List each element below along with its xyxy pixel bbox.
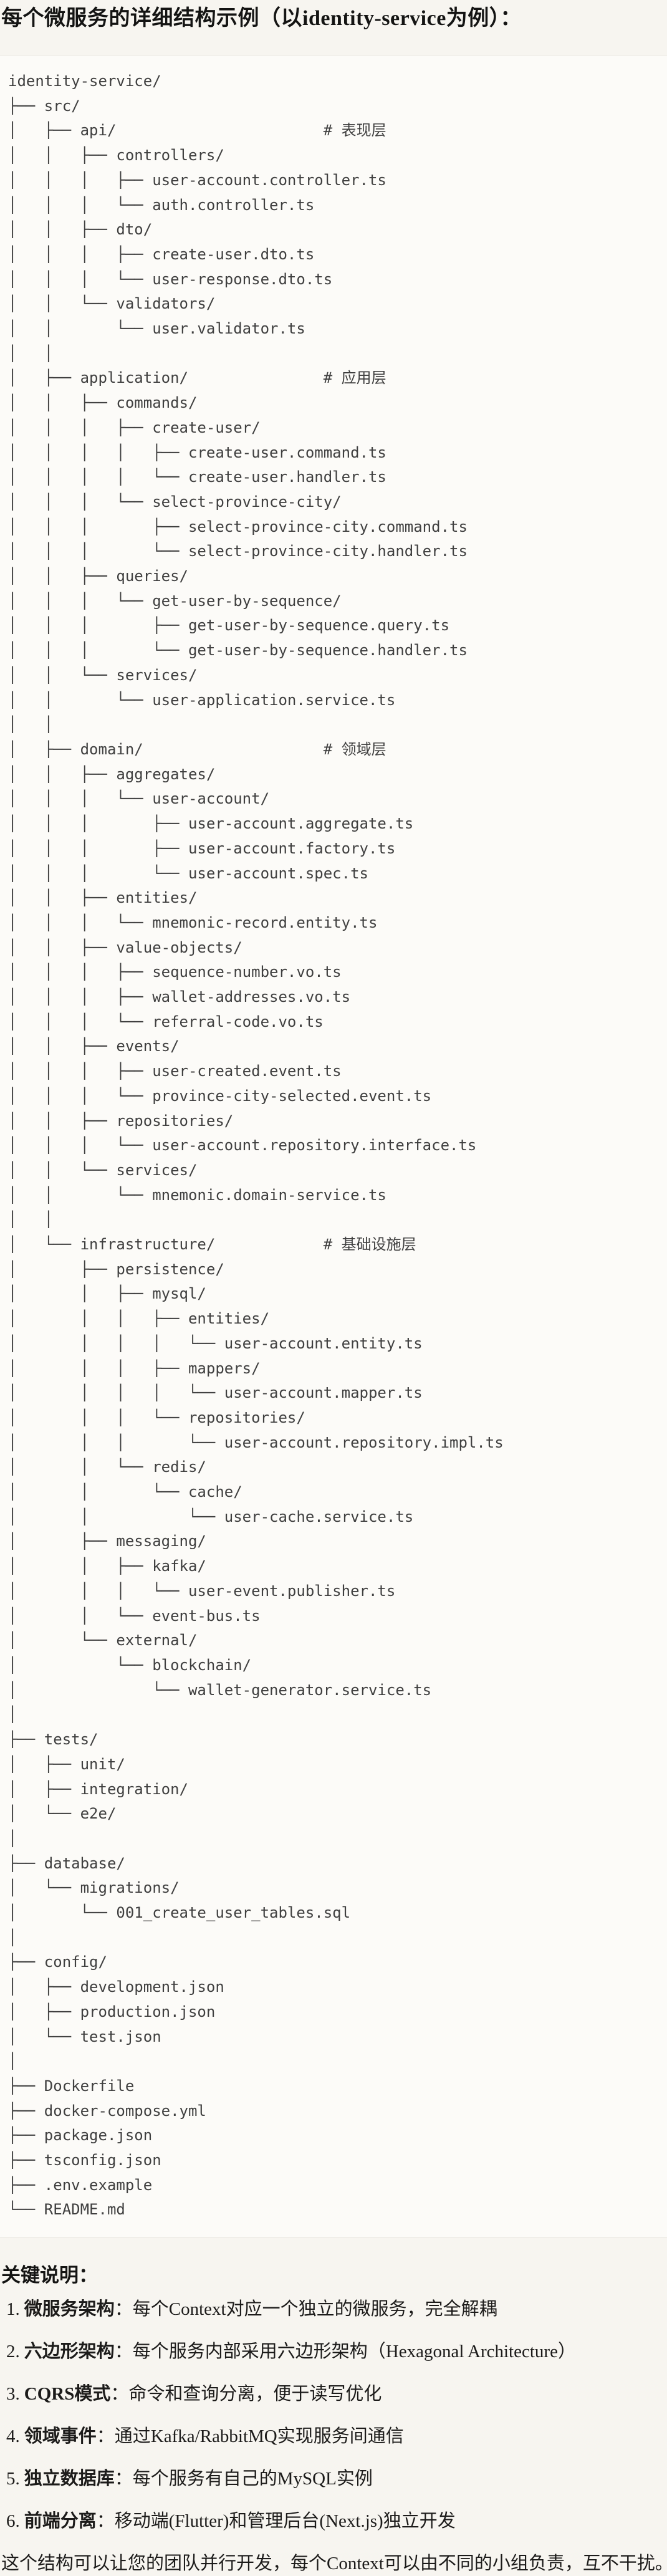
note-item-term: CQRS模式 xyxy=(24,2384,111,2405)
note-item-desc: ：每个服务有自己的MySQL实例 xyxy=(114,2469,373,2489)
note-item: 4.领域事件：通过Kafka/RabbitMQ实现服务间通信 xyxy=(6,2424,667,2449)
note-item-desc: ：移动端(Flutter)和管理后台(Next.js)独立开发 xyxy=(96,2511,456,2532)
note-item-term: 六边形架构 xyxy=(24,2342,115,2362)
note-item-desc: ：命令和查询分离，便于读写优化 xyxy=(110,2384,382,2405)
note-item-term: 独立数据库 xyxy=(24,2469,115,2489)
note-item: 1.微服务架构：每个Context对应一个独立的微服务，完全解耦 xyxy=(6,2297,667,2322)
note-item-number: 1. xyxy=(6,2299,20,2320)
page-title: 每个微服务的详细结构示例（以identity-service为例）： xyxy=(1,7,522,30)
closing-paragraph: 这个结构可以让您的团队并行开发，每个Context可以由不同的小组负责，互不干扰… xyxy=(1,2554,667,2574)
note-item-number: 4. xyxy=(6,2426,20,2447)
document-root: 每个微服务的详细结构示例（以identity-service为例）： ident… xyxy=(0,5,667,2576)
note-item-number: 2. xyxy=(6,2342,20,2362)
note-item: 5.独立数据库：每个服务有自己的MySQL实例 xyxy=(6,2466,667,2491)
notes-heading: 关键说明： xyxy=(1,2264,98,2287)
note-item: 3.CQRS模式：命令和查询分离，便于读写优化 xyxy=(6,2381,667,2406)
note-item-number: 3. xyxy=(6,2384,20,2405)
note-item-number: 6. xyxy=(6,2511,20,2532)
directory-tree-code-block: identity-service/ ├── src/ │ ├── api/ # … xyxy=(0,55,667,2239)
note-item-desc: ：每个服务内部采用六边形架构（Hexagonal Architecture） xyxy=(114,2342,576,2362)
note-item-number: 5. xyxy=(6,2469,20,2489)
note-item-term: 领域事件 xyxy=(24,2426,97,2447)
note-item-term: 前端分离 xyxy=(24,2511,97,2532)
note-item-term: 微服务架构 xyxy=(24,2299,115,2320)
note-item-desc: ：每个Context对应一个独立的微服务，完全解耦 xyxy=(114,2299,497,2320)
note-item: 6.前端分离：移动端(Flutter)和管理后台(Next.js)独立开发 xyxy=(6,2509,667,2534)
note-item: 2.六边形架构：每个服务内部采用六边形架构（Hexagonal Architec… xyxy=(6,2339,667,2364)
note-item-desc: ：通过Kafka/RabbitMQ实现服务间通信 xyxy=(96,2426,404,2447)
